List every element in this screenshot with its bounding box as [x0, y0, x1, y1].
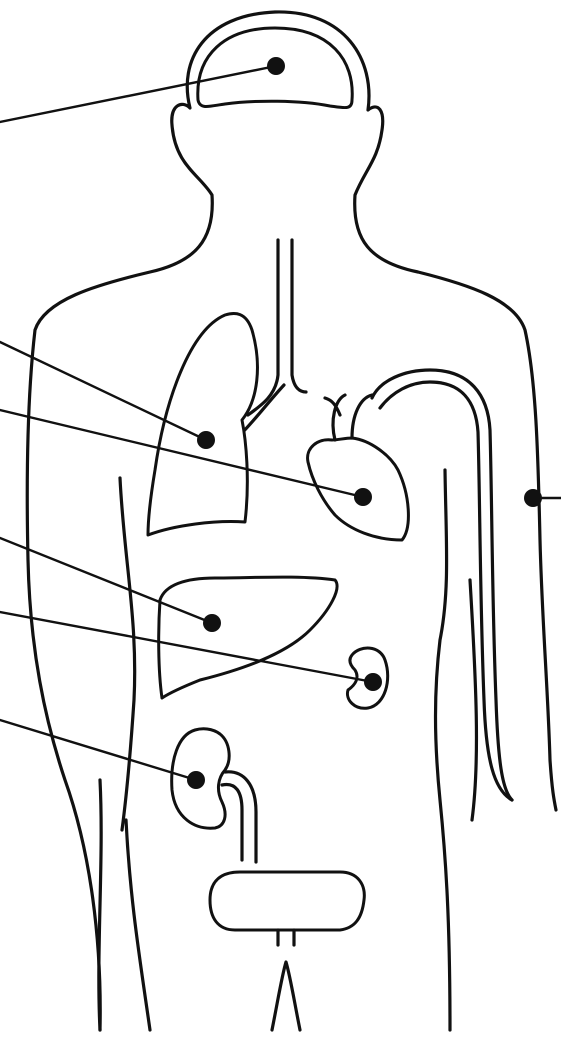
- ureter-left: [222, 784, 242, 860]
- aorta-vessels: [325, 395, 372, 440]
- arm-artery-outer: [372, 370, 512, 800]
- leg-gap-contour: [272, 962, 300, 1030]
- trachea-right-wall: [292, 240, 306, 392]
- liver-marker: [203, 614, 221, 632]
- arm-artery-organ: [372, 370, 512, 800]
- heart-organ: [308, 395, 409, 540]
- kidney-marker: [187, 771, 205, 789]
- brain-marker: [267, 57, 285, 75]
- lung-shape: [148, 314, 257, 535]
- bladder-organ: [210, 872, 364, 945]
- heart-shape: [308, 438, 409, 540]
- body-inner-left-contour: [120, 478, 135, 830]
- lung-marker: [197, 431, 215, 449]
- right-thigh-contour: [470, 580, 476, 820]
- arm-vessel-marker: [524, 489, 542, 507]
- lung-organ: [148, 314, 257, 535]
- liver-organ: [159, 577, 337, 698]
- kidney-organ: [172, 729, 256, 862]
- urethra: [278, 930, 294, 945]
- leader-line-kidney: [0, 720, 196, 780]
- heart-marker: [354, 488, 372, 506]
- liver-shape: [159, 577, 337, 698]
- stomach-marker: [364, 673, 382, 691]
- left-waist-contour: [126, 820, 150, 1030]
- body-inner-right-contour: [436, 470, 451, 1030]
- bladder-shape: [210, 872, 364, 930]
